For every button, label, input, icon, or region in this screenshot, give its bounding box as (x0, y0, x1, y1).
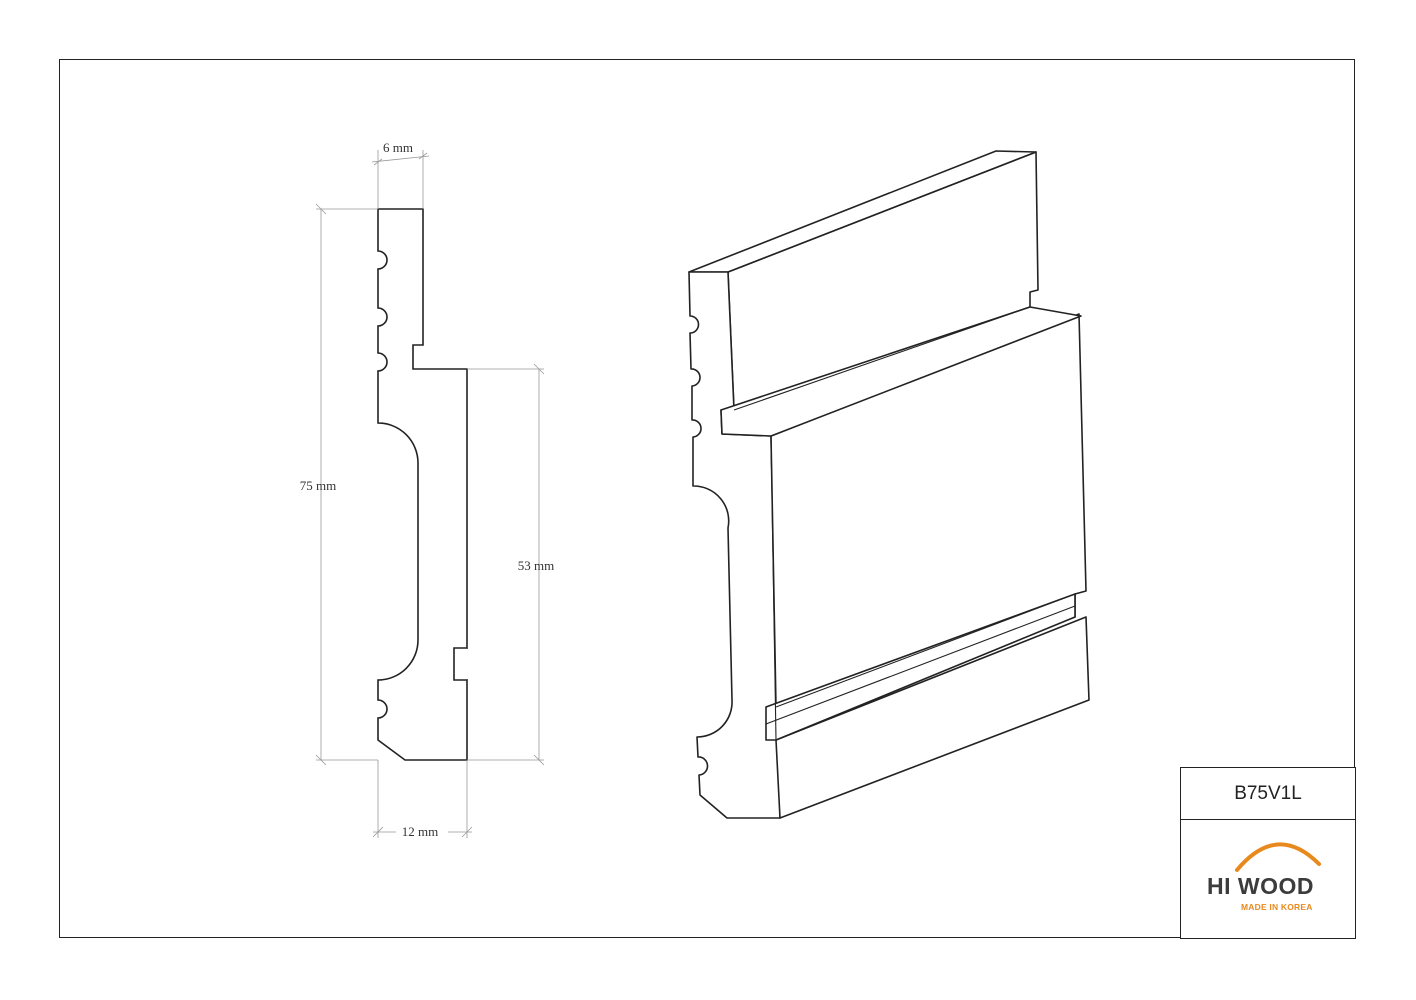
dimension-lines (315, 150, 545, 838)
profile-cross-section (377, 208, 468, 761)
isometric-view (688, 150, 1090, 819)
iso-top-groove (720, 306, 1082, 437)
product-code: B75V1L (1181, 768, 1355, 820)
dimension-label-total-height: 75 mm (300, 478, 336, 493)
brand-tagline: MADE IN KOREA (1241, 902, 1313, 912)
profile-back-notch (453, 647, 467, 681)
dimension-label-top-width: 6 mm (383, 140, 413, 155)
brand-logo: HI WOOD MADE IN KOREA (1181, 820, 1355, 938)
title-block: B75V1L HI WOOD MADE IN KOREA (1180, 767, 1356, 939)
dimension-label-bottom-width: 12 mm (402, 824, 438, 839)
iso-bottom-groove (765, 593, 1076, 741)
iso-bottom-strip-face (775, 616, 1090, 819)
brand-name: HI WOOD (1207, 873, 1314, 899)
dimension-label-front-height: 53 mm (518, 558, 554, 573)
iso-end-profile (688, 271, 781, 819)
logo-arc-icon (1235, 842, 1321, 872)
drawing-frame (59, 59, 1355, 938)
